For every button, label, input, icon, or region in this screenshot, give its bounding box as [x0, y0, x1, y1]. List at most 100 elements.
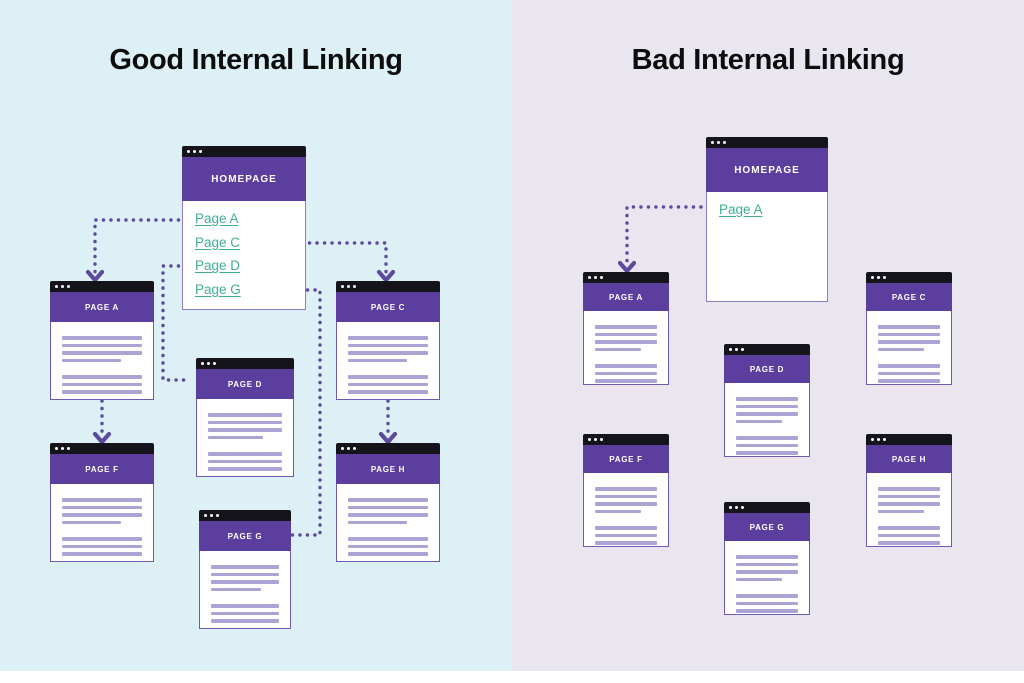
content-line: [878, 502, 940, 506]
card-good-homepage[interactable]: HOMEPAGE Page A Page C Page D Page G: [182, 146, 306, 310]
content-line: [878, 509, 924, 513]
card-bad-page-f[interactable]: PAGE F: [583, 434, 669, 547]
card-body: Page A Page C Page D Page G: [182, 201, 306, 310]
card-body: [199, 551, 291, 629]
browser-titlebar: [196, 358, 294, 369]
window-dot-icon: [741, 348, 744, 351]
content-line: [878, 364, 940, 368]
window-dot-icon: [871, 438, 874, 441]
card-title: PAGE D: [724, 355, 810, 383]
spacer: [595, 355, 657, 364]
content-line: [595, 364, 657, 368]
content-line: [736, 594, 798, 598]
card-title: PAGE C: [336, 292, 440, 322]
browser-titlebar: [336, 281, 440, 292]
window-dot-icon: [594, 438, 597, 441]
card-body: [336, 484, 440, 562]
content-line: [736, 555, 798, 559]
window-dot-icon: [711, 141, 714, 144]
window-dot-icon: [213, 362, 216, 365]
content-line: [62, 513, 142, 517]
window-dot-icon: [61, 285, 64, 288]
link-page-a[interactable]: Page A: [195, 211, 239, 226]
bad-panel-title: Bad Internal Linking: [631, 44, 905, 76]
window-dot-icon: [600, 276, 603, 279]
content-line: [62, 390, 142, 394]
card-bad-page-g[interactable]: PAGE G: [724, 502, 810, 615]
spacer: [736, 585, 798, 594]
card-bad-homepage[interactable]: HOMEPAGE Page A: [706, 137, 828, 302]
content-line: [595, 325, 657, 329]
content-line: [62, 498, 142, 502]
card-body: [50, 484, 154, 562]
link-page-g[interactable]: Page G: [195, 281, 241, 297]
browser-titlebar: [336, 443, 440, 454]
card-bad-page-h[interactable]: PAGE H: [866, 434, 952, 547]
window-dot-icon: [717, 141, 720, 144]
content-line: [736, 397, 798, 401]
card-body: [336, 322, 440, 400]
window-dot-icon: [193, 150, 196, 153]
window-dot-icon: [877, 276, 880, 279]
card-good-page-a[interactable]: PAGE A: [50, 281, 154, 400]
content-line: [595, 332, 657, 336]
window-dot-icon: [67, 285, 70, 288]
window-dot-icon: [199, 150, 202, 153]
content-line: [878, 494, 940, 498]
card-body: [866, 311, 952, 385]
content-line: [736, 609, 798, 613]
window-dot-icon: [883, 276, 886, 279]
content-line: [208, 459, 282, 463]
link-page-a[interactable]: Page A: [719, 202, 763, 217]
content-line: [595, 533, 657, 537]
content-line: [878, 347, 924, 351]
card-body: [583, 311, 669, 385]
content-line: [736, 436, 798, 440]
card-good-page-c[interactable]: PAGE C: [336, 281, 440, 400]
content-line: [348, 390, 428, 394]
card-body: Page A: [706, 192, 828, 302]
content-line: [62, 351, 142, 355]
window-dot-icon: [347, 285, 350, 288]
content-line: [348, 537, 428, 541]
content-line: [736, 451, 798, 455]
link-page-d[interactable]: Page D: [195, 258, 241, 274]
card-bad-page-a[interactable]: PAGE A: [583, 272, 669, 385]
content-line: [211, 587, 262, 591]
content-line: [878, 541, 940, 545]
window-dot-icon: [729, 348, 732, 351]
content-line: [208, 413, 282, 417]
window-dot-icon: [871, 276, 874, 279]
content-line: [736, 562, 798, 566]
browser-titlebar: [199, 510, 291, 521]
content-line: [736, 577, 782, 581]
link-page-c[interactable]: Page C: [195, 234, 241, 250]
window-dot-icon: [353, 447, 356, 450]
spacer: [878, 355, 940, 364]
content-line: [62, 336, 142, 340]
content-line: [211, 611, 279, 615]
content-line: [208, 428, 282, 432]
card-body: [50, 322, 154, 400]
card-bad-page-c[interactable]: PAGE C: [866, 272, 952, 385]
card-good-page-f[interactable]: PAGE F: [50, 443, 154, 562]
content-line: [878, 526, 940, 530]
content-line: [62, 544, 142, 548]
window-dot-icon: [594, 276, 597, 279]
card-bad-page-d[interactable]: PAGE D: [724, 344, 810, 457]
content-line: [348, 552, 428, 556]
card-good-page-d[interactable]: PAGE D: [196, 358, 294, 477]
browser-titlebar: [50, 281, 154, 292]
content-line: [62, 358, 122, 362]
card-good-page-g[interactable]: PAGE G: [199, 510, 291, 629]
content-line: [62, 382, 142, 386]
spacer: [348, 366, 428, 375]
card-title: PAGE H: [866, 445, 952, 473]
card-good-page-h[interactable]: PAGE H: [336, 443, 440, 562]
spacer: [208, 443, 282, 452]
card-title: PAGE G: [199, 521, 291, 551]
spacer: [348, 528, 428, 537]
window-dot-icon: [741, 506, 744, 509]
window-dot-icon: [61, 447, 64, 450]
window-dot-icon: [55, 447, 58, 450]
